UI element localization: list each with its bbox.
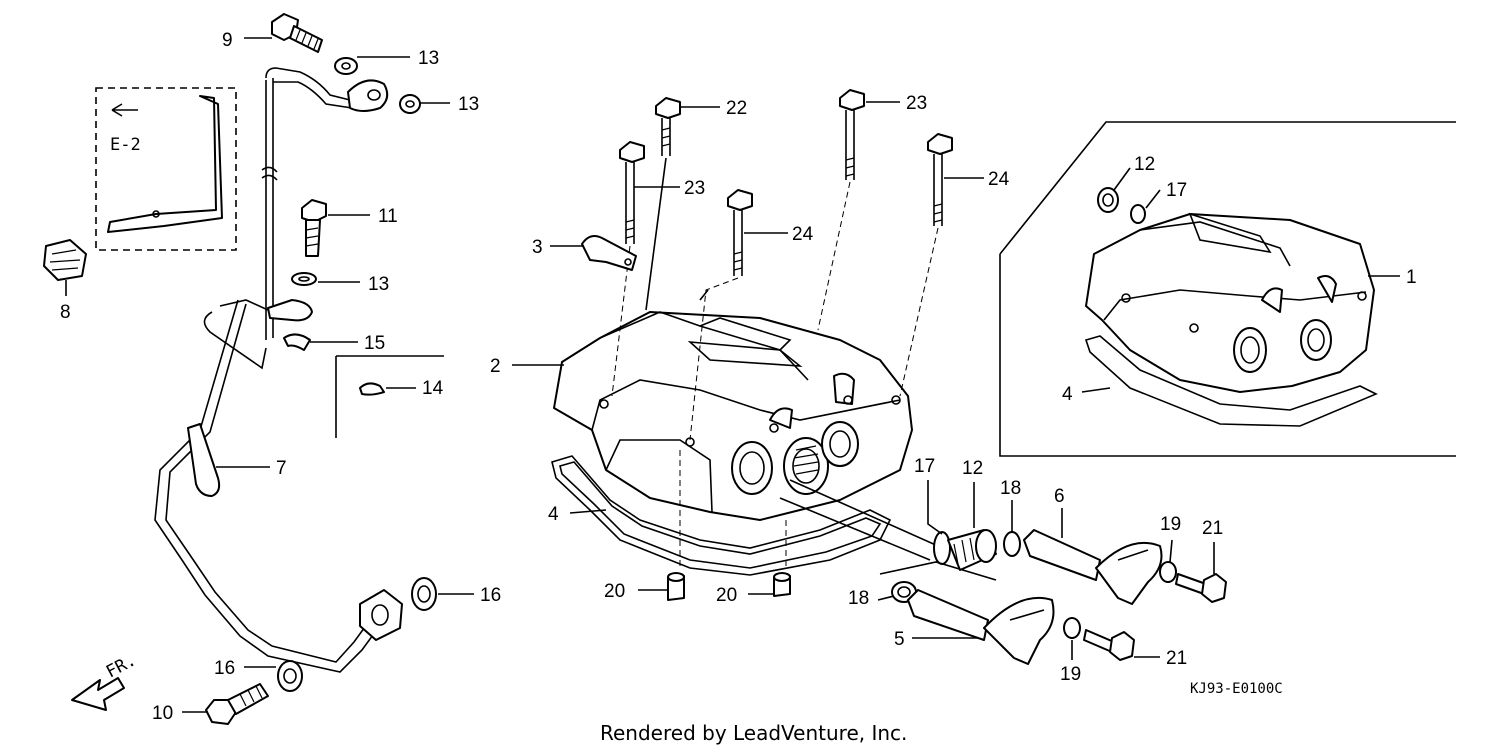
callout-16: 16 (480, 585, 501, 606)
head-cover-assembly (551, 311, 913, 576)
dowels-20 (667, 450, 791, 601)
callout-16: 16 (214, 658, 235, 679)
alt-cover-inset (999, 121, 1456, 457)
callout-21: 21 (1166, 648, 1187, 669)
callout-18: 18 (848, 588, 869, 609)
front-direction-arrow: FR. (71, 650, 140, 711)
clip-15 (283, 333, 311, 351)
callout-10: 10 (152, 703, 173, 724)
leader-lines (65, 37, 1400, 713)
clamp-3 (581, 235, 637, 271)
inset-ref-label: E-2 (110, 135, 141, 155)
callout-13: 13 (418, 48, 439, 69)
inset-ref-box: E-2 (95, 87, 237, 251)
callout-19: 19 (1160, 514, 1181, 535)
callout-15: 15 (364, 333, 385, 354)
grommet-8 (43, 239, 87, 281)
bolt-10 (205, 683, 269, 725)
washers-16 (277, 577, 437, 692)
shafts-5-6 (907, 529, 1163, 665)
reference-line (335, 355, 444, 438)
fr-label: FR. (103, 650, 140, 682)
diagram-code: KJ93-E0100C (1190, 681, 1283, 697)
callout-24: 24 (792, 224, 814, 245)
callout-6: 6 (1054, 486, 1065, 507)
cover-bolts (611, 89, 953, 441)
callout-12: 12 (1134, 154, 1155, 175)
callout-23: 23 (684, 178, 705, 199)
callout-1: 1 (1406, 267, 1417, 288)
washers-19-bolts-21 (1063, 561, 1227, 661)
callout-20: 20 (716, 585, 737, 606)
callout-4: 4 (1062, 384, 1073, 405)
callout-19: 19 (1060, 664, 1081, 685)
callout-4: 4 (548, 504, 559, 525)
callout-24: 24 (988, 169, 1010, 190)
callout-3: 3 (532, 237, 543, 258)
callout-21: 21 (1202, 518, 1223, 539)
callout-9: 9 (222, 30, 233, 51)
washers-13 (291, 57, 421, 286)
callout-17: 17 (914, 456, 935, 477)
clip-14 (359, 382, 385, 396)
footer-credit: Rendered by LeadVenture, Inc. (600, 721, 907, 745)
callout-17: 17 (1166, 180, 1187, 201)
oil-pipe-assembly (154, 67, 403, 673)
callout-11: 11 (378, 206, 398, 227)
callout-2: 2 (490, 356, 501, 377)
plug-assembly (779, 479, 1021, 603)
callout-14: 14 (422, 378, 444, 399)
callout-5: 5 (894, 629, 905, 650)
callout-labels: 9 13 13 11 13 15 14 8 7 16 16 10 22 23 2… (60, 30, 1417, 724)
bolt-11 (301, 199, 327, 257)
callout-7: 7 (276, 458, 287, 479)
callout-12: 12 (962, 458, 983, 479)
callout-20: 20 (604, 581, 625, 602)
bolt-9 (271, 13, 323, 53)
callout-18: 18 (1000, 478, 1021, 499)
callout-13: 13 (368, 274, 389, 295)
callout-22: 22 (726, 98, 747, 119)
callout-23: 23 (906, 93, 927, 114)
callout-13: 13 (458, 94, 479, 115)
callout-8: 8 (60, 302, 71, 323)
